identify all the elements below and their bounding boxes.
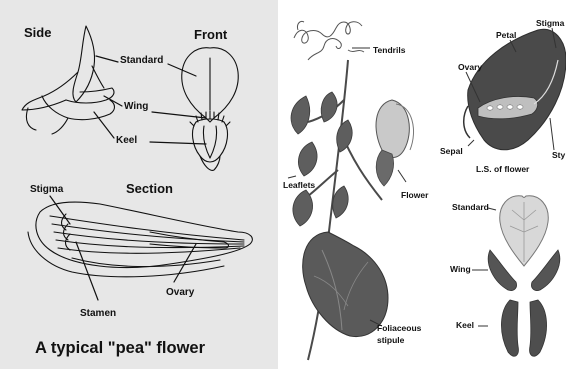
keel-petals-drawing bbox=[501, 300, 546, 356]
side-view-flower bbox=[22, 26, 115, 134]
label-stamen: Stamen bbox=[80, 308, 116, 319]
label-stigma-right: Stigma bbox=[536, 18, 564, 28]
label-flower: Flower bbox=[401, 190, 428, 200]
label-ovary-right: Ovary bbox=[458, 62, 482, 72]
label-wing-right: Wing bbox=[450, 264, 471, 274]
standard-petal-drawing bbox=[500, 196, 549, 266]
flower-drawing bbox=[376, 100, 414, 186]
label-ls-of-flower: L.S. of flower bbox=[476, 164, 529, 174]
heading-front: Front bbox=[194, 27, 227, 42]
flower-parts-art bbox=[438, 0, 566, 369]
figure-caption: A typical "pea" flower bbox=[35, 339, 205, 358]
label-wing: Wing bbox=[124, 101, 148, 112]
heading-section: Section bbox=[126, 181, 173, 196]
flower-parts-illustration: Petal Stigma Ovary Sepal Sty L.S. of flo… bbox=[438, 0, 566, 369]
label-standard-right: Standard bbox=[452, 202, 489, 212]
longitudinal-section-drawing bbox=[464, 29, 566, 149]
label-ovary: Ovary bbox=[166, 287, 194, 298]
label-stipule: stipule bbox=[377, 335, 404, 345]
stipule-drawing bbox=[303, 232, 388, 337]
label-sepal: Sepal bbox=[440, 146, 463, 156]
label-foliaceous: Foliaceous bbox=[377, 323, 421, 333]
pea-plant-illustration: Tendrils Leaflets Flower Foliaceous stip… bbox=[278, 0, 438, 369]
label-keel: Keel bbox=[116, 135, 137, 146]
label-petal: Petal bbox=[496, 30, 516, 40]
label-keel-right: Keel bbox=[456, 320, 474, 330]
label-stigma: Stigma bbox=[30, 184, 63, 195]
tendrils-drawing bbox=[294, 21, 364, 60]
heading-side: Side bbox=[24, 25, 51, 40]
label-standard: Standard bbox=[120, 55, 163, 66]
pea-flower-line-drawings: Side Front Standard Wing Keel Section St… bbox=[0, 0, 278, 369]
label-leaflets: Leaflets bbox=[283, 180, 315, 190]
label-tendrils: Tendrils bbox=[373, 45, 405, 55]
leaflets-leader bbox=[288, 176, 296, 178]
front-view-flower bbox=[182, 48, 239, 171]
label-style: Sty bbox=[552, 150, 565, 160]
